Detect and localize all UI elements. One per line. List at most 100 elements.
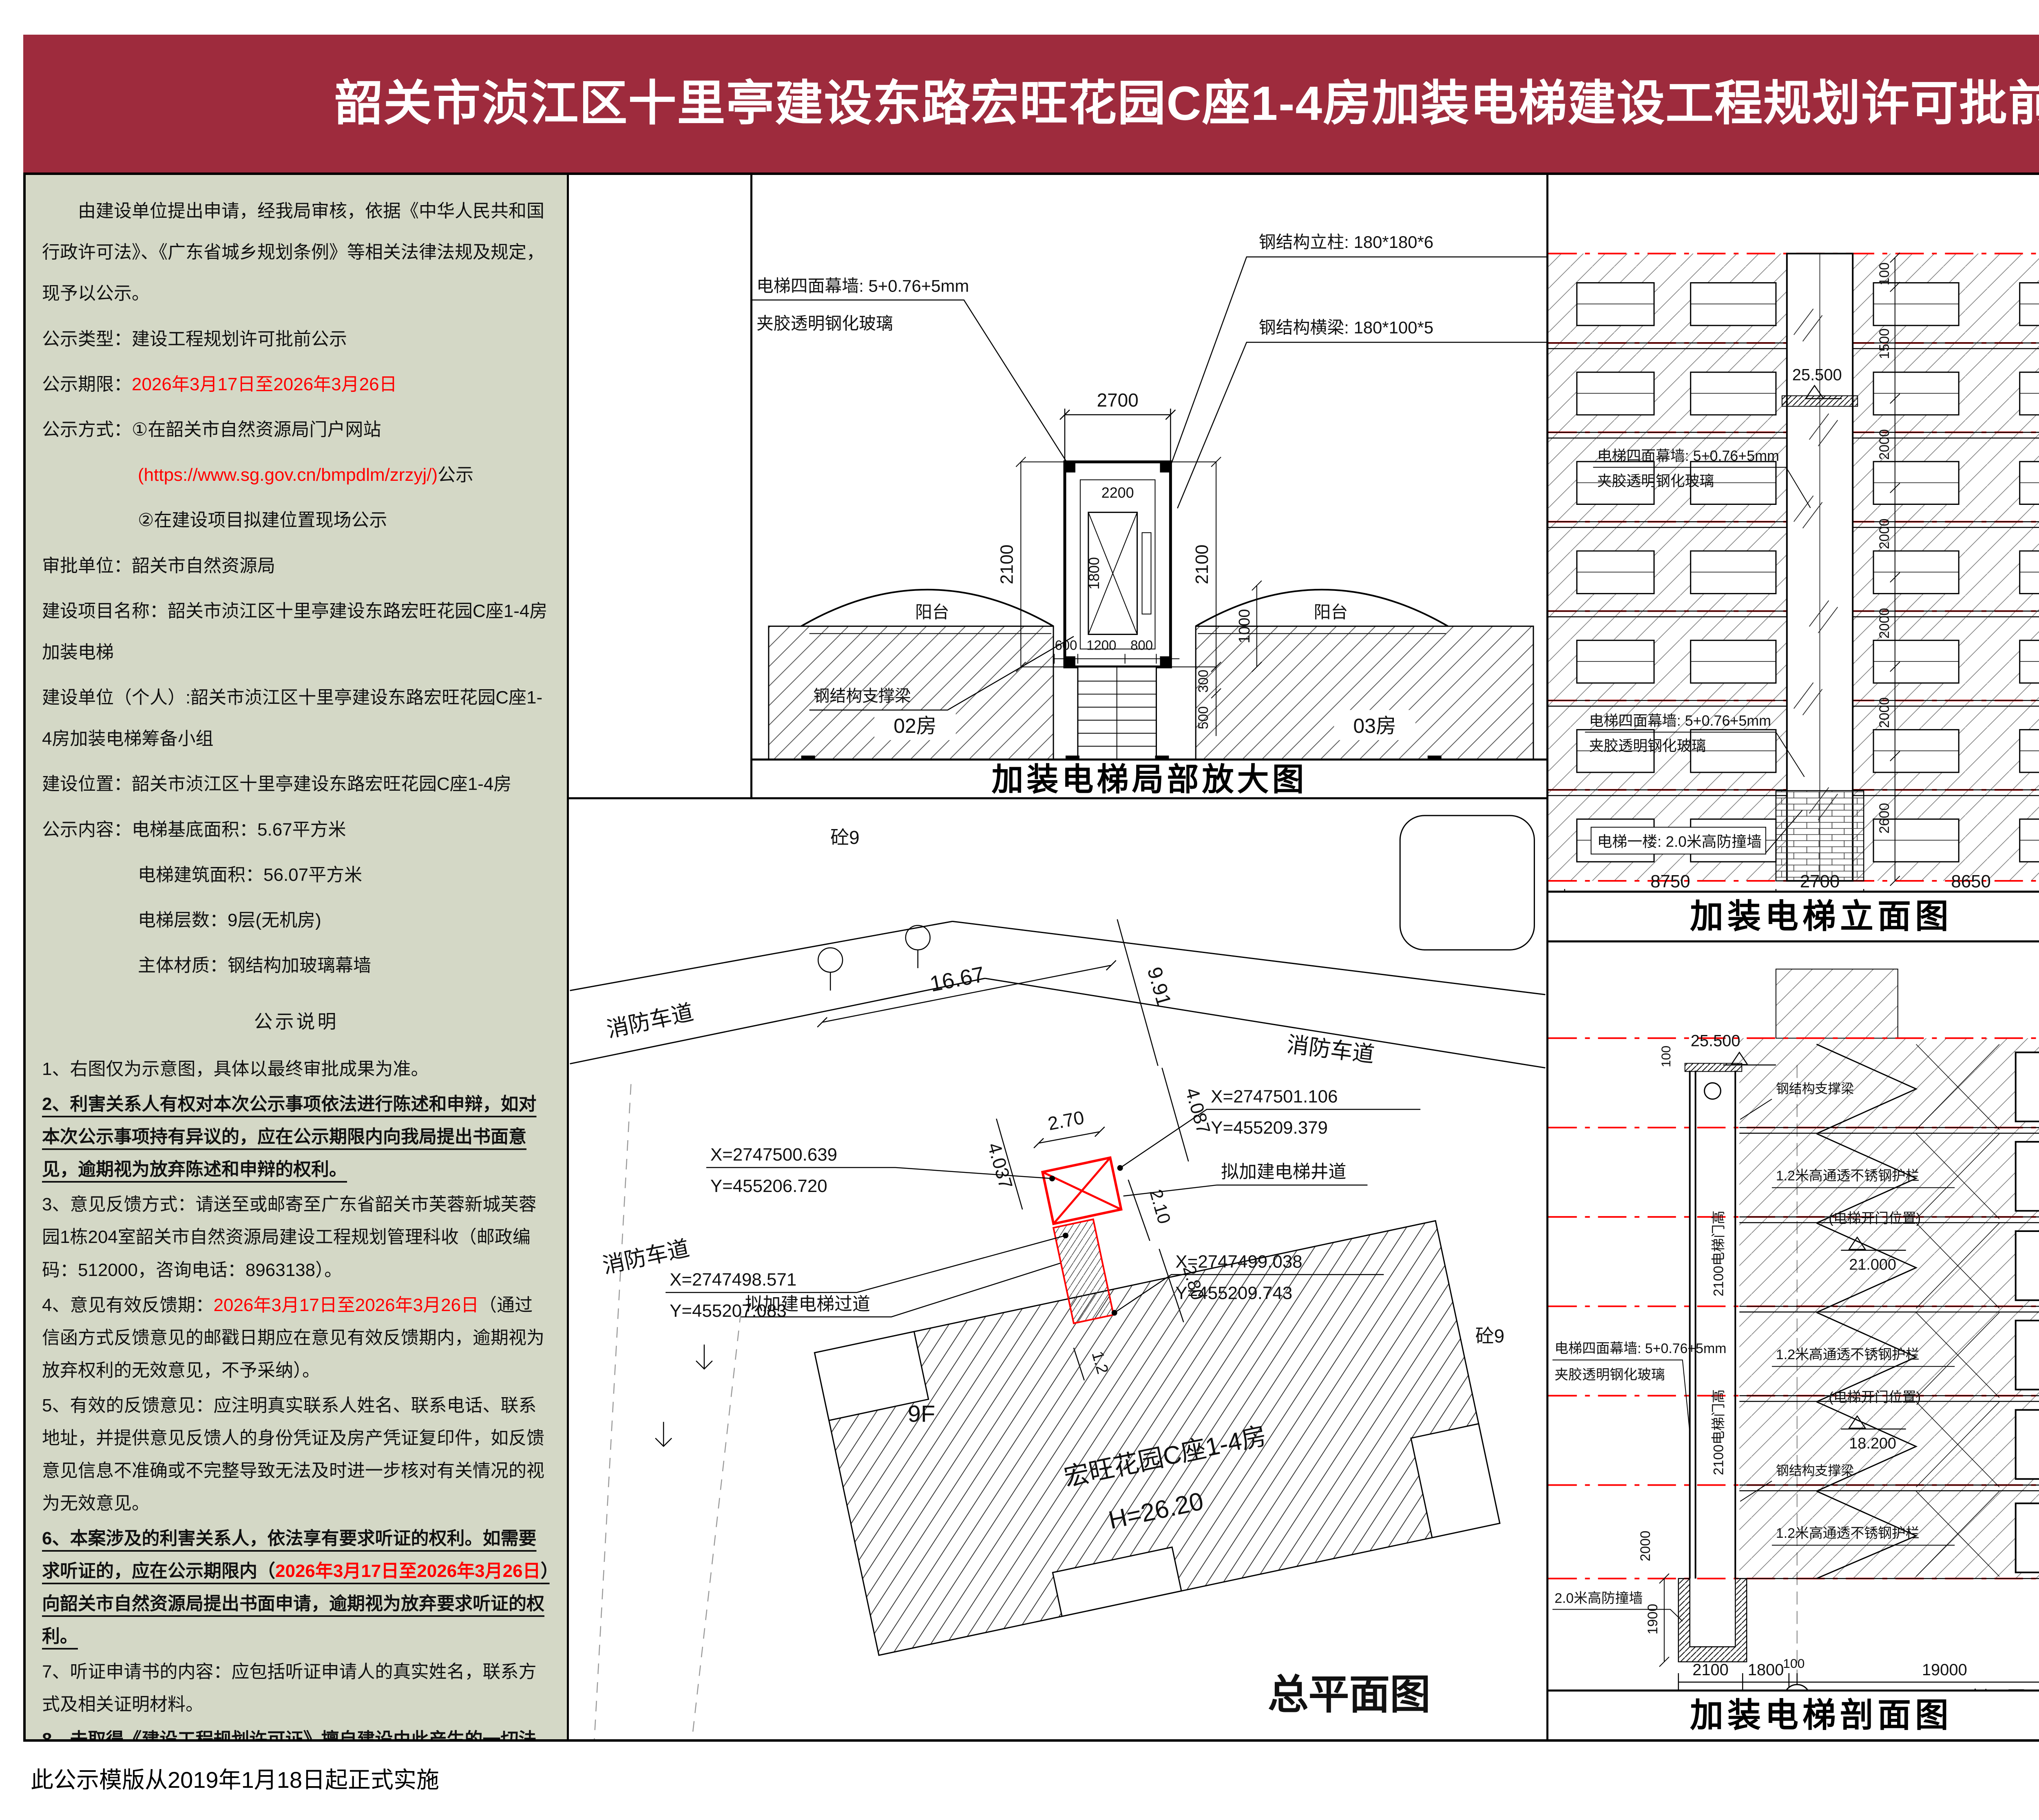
svg-text:2000: 2000 (1877, 429, 1892, 460)
support-beam-labels: 钢结构支撑梁 钢结构支撑梁 (1740, 1081, 1854, 1502)
left-text-panel: 由建设单位提出申请，经我局审核，依据《中华人民共和国行政许可法》、《广东省城乡规… (26, 175, 569, 1739)
svg-text:2000: 2000 (1877, 519, 1892, 549)
notice-period: 公示期限：2026年3月17日至2026年3月26日 (42, 374, 397, 394)
coord-callout-4: X=2747499.038 Y=455209.743 (1111, 1252, 1384, 1316)
svg-text:钢结构支撑梁: 钢结构支撑梁 (1776, 1463, 1854, 1478)
svg-text:电梯四面幕墙: 5+0.76+5mm: 电梯四面幕墙: 5+0.76+5mm (1589, 712, 1771, 729)
room-02-label: 02房 (893, 714, 936, 737)
svg-text:18.200: 18.200 (1849, 1435, 1896, 1452)
content-floors: 电梯层数：9层(无机房) (138, 910, 321, 930)
notice-url: (https://www.sg.gov.cn/bmpdlm/zrzyj/) (138, 465, 438, 485)
svg-text:X=2747501.106: X=2747501.106 (1211, 1086, 1338, 1106)
concrete-9-label-2: 砼9 (1475, 1325, 1504, 1347)
dim-500: 500 (1196, 706, 1211, 730)
dim-2100-left: 2100 (997, 544, 1017, 584)
svg-text:1.2米高通透不锈钢护栏: 1.2米高通透不锈钢护栏 (1776, 1526, 1920, 1541)
svg-text:Y=455209.743: Y=455209.743 (1175, 1283, 1292, 1303)
sect-dim-2000: 2000 (1638, 1530, 1653, 1561)
elev-dim-2700: 2700 (1800, 871, 1840, 891)
siteplan-title: 总平面图 (1268, 1672, 1431, 1718)
item-6: 6、本案涉及的利害关系人，依法享有要求听证的权利。如需要求听证的，应在公示期限内… (42, 1528, 550, 1647)
svg-text:电梯四面幕墙: 5+0.76+5mm: 电梯四面幕墙: 5+0.76+5mm (1597, 448, 1779, 464)
rail-labels: 1.2米高通透不锈钢护栏 1.2米高通透不锈钢护栏 1.2米高通透不锈钢护栏 (1771, 1168, 1955, 1546)
project-name: 建设项目名称：韶关市浈江区十里亭建设东路宏旺花园C座1-4房加装电梯 (42, 601, 548, 662)
item-1: 1、右图仅为示意图，具体以最终审批成果为准。 (42, 1059, 429, 1079)
curtainwall-callout-line2: 夹胶透明钢化玻璃 (756, 314, 893, 333)
page-title: 韶关市浈江区十里亭建设东路宏旺花园C座1-4房加装电梯建设工程规划许可批前公示(… (23, 35, 2039, 172)
sect-dim-19000: 19000 (1922, 1661, 1967, 1679)
svg-text:(电梯开门位置): (电梯开门位置) (1829, 1389, 1921, 1405)
dim-300: 300 (1196, 670, 1211, 693)
room-03-label: 03房 (1353, 714, 1396, 737)
notice-body: 由建设单位提出申请，经我局审核，依据《中华人民共和国行政许可法》、《广东省城乡规… (42, 190, 551, 986)
approval-authority: 审批单位：韶关市自然资源局 (42, 555, 275, 576)
sect-dim-100: 100 (1659, 1046, 1673, 1067)
section-drawing: 25.500 100 2100电梯门高 2100电梯门高 1.2米高通透不锈钢护… (1548, 969, 2039, 1712)
elev-dim-8750: 8750 (1650, 871, 1690, 891)
content-material: 主体材质：钢结构加玻璃幕墙 (138, 955, 371, 976)
svg-text:X=2747498.571: X=2747498.571 (670, 1269, 796, 1289)
elevation-panel: 25.500 100 1500 2000 2000 2000 2000 2600… (1546, 175, 2039, 942)
dim-2700: 2700 (1097, 389, 1139, 411)
notice-explanation: 公示说明 1、右图仅为示意图，具体以最终审批成果为准。 2、利害关系人有权对本次… (42, 1005, 551, 1739)
svg-text:1.2米高通透不锈钢护栏: 1.2米高通透不锈钢护栏 (1776, 1347, 1920, 1362)
sect-dim-1800: 1800 (1748, 1661, 1784, 1679)
svg-text:Y=455207.083: Y=455207.083 (670, 1301, 787, 1321)
item-2: 2、利害关系人有权对本次公示事项依法进行陈述和申辩，如对本次公示事项持有异议的，… (42, 1094, 537, 1180)
steel-column-callout: 钢结构立柱: 180*180*6 (1259, 232, 1433, 252)
svg-text:夹胶透明钢化玻璃: 夹胶透明钢化玻璃 (1589, 738, 1706, 754)
steel-beam-callout: 钢结构横梁: 180*100*5 (1259, 318, 1433, 337)
new-elevator-shaft (1041, 1156, 1123, 1225)
notice-type: 公示类型：建设工程规划许可批前公示 (42, 329, 347, 349)
svg-text:X=2747500.639: X=2747500.639 (710, 1145, 837, 1165)
svg-text:夹胶透明钢化玻璃: 夹胶透明钢化玻璃 (1597, 473, 1714, 489)
notice-method-2: ②在建设项目拟建位置现场公示 (138, 510, 387, 531)
section-panel: 25.500 100 2100电梯门高 2100电梯门高 1.2米高通透不锈钢护… (1546, 942, 2039, 1739)
detail-title: 加装电梯局部放大图 (752, 759, 1546, 797)
fire-lane-label-1: 消防车道 (604, 1000, 695, 1042)
fire-lane-label-2: 消防车道 (1285, 1032, 1376, 1067)
door-position-1: (电梯开门位置) 21.000 (1829, 1211, 1921, 1274)
new-elevator-passage (1052, 1218, 1115, 1325)
concrete-9-label-1: 砼9 (830, 827, 859, 848)
sect-dim-100b: 100 (1783, 1656, 1805, 1671)
notice-url-line: (https://www.sg.gov.cn/bmpdlm/zrzyj/)公示 (138, 465, 474, 485)
svg-text:(电梯开门位置): (电梯开门位置) (1829, 1211, 1921, 1226)
siteplan-drawing: 消防车道 消防车道 消防车道 砼9 砼9 16.67 9.91 4.087 2.… (570, 815, 1546, 1739)
elevation-top-level: 25.500 (1792, 366, 1842, 384)
base-wall-callout: 电梯一楼: 2.0米高防撞墙 (1597, 833, 1762, 850)
passage-label: 拟加建电梯过道 (745, 1294, 870, 1314)
item-7: 7、听证申请书的内容：应包括听证申请人的真实姓名，联系方式及相关证明材料。 (42, 1661, 537, 1714)
content-frame: 由建设单位提出申请，经我局审核，依据《中华人民共和国行政许可法》、《广东省城乡规… (23, 172, 2039, 1742)
dim-1800: 1800 (1086, 557, 1102, 590)
notice-method: 公示方式：①在韶关市自然资源局门户网站 (42, 419, 381, 440)
item-3: 3、意见反馈方式：请送至或邮寄至广东省韶关市芙蓉新城芙蓉园1栋204室韶关市自然… (42, 1194, 537, 1280)
svg-text:1.2米高通透不锈钢护栏: 1.2米高通透不锈钢护栏 (1776, 1168, 1920, 1183)
elev-dim-2600: 2600 (1877, 803, 1892, 834)
door-height-1: 2100电梯门高 (1711, 1210, 1726, 1296)
elev-dim-8650: 8650 (1951, 871, 1991, 891)
notice-period-dates: 2026年3月17日至2026年3月26日 (132, 374, 397, 394)
elevator-detail-drawing: 阳台 阳台 02房 03房 电梯四面幕墙: 5+0.76+5mm 夹胶透明钢化玻… (752, 232, 1546, 777)
sect-glass-callout: 电梯四面幕墙: 5+0.76+5mm 夹胶透明钢化玻璃 (1552, 1341, 1726, 1433)
curtainwall-callout-line1: 电梯四面幕墙: 5+0.76+5mm (756, 276, 969, 296)
door-height-2: 2100电梯门高 (1711, 1389, 1726, 1475)
dim-1000: 1000 (1236, 609, 1253, 643)
dim-2-70: 2.70 (1046, 1107, 1086, 1134)
footer-template-note: 此公示模版从2019年1月18日起正式实施 (31, 1767, 440, 1793)
item-8: 8、未取得《建设工程规划许可证》擅自建设由此产生的一切法律、经济责任和其他纠纷，… (42, 1723, 551, 1739)
crash-wall-label: 2.0米高防撞墙 (1555, 1591, 1643, 1606)
svg-text:X=2747499.038: X=2747499.038 (1175, 1252, 1302, 1272)
pit-dim-1900: 1900 (1645, 1604, 1661, 1634)
floors-9f-label: 9F (908, 1401, 935, 1427)
siteplan-panel: 消防车道 消防车道 消防车道 砼9 砼9 16.67 9.91 4.087 2.… (569, 797, 1546, 1739)
construction-location: 建设位置：韶关市浈江区十里亭建设东路宏旺花园C座1-4房 (42, 774, 512, 794)
sect-dim-2100: 2100 (1692, 1661, 1729, 1679)
elev-dim-1500: 1500 (1877, 328, 1892, 359)
svg-text:夹胶透明钢化玻璃: 夹胶透明钢化玻璃 (1555, 1367, 1665, 1383)
dim-800: 800 (1130, 637, 1153, 652)
dim-4-037: 4.037 (984, 1140, 1017, 1191)
elev-glass-callout-1: 电梯四面幕墙: 5+0.76+5mm 夹胶透明钢化玻璃 (1593, 448, 1811, 508)
coord-callout-2: X=2747501.106 Y=455209.379 (1117, 1086, 1421, 1171)
